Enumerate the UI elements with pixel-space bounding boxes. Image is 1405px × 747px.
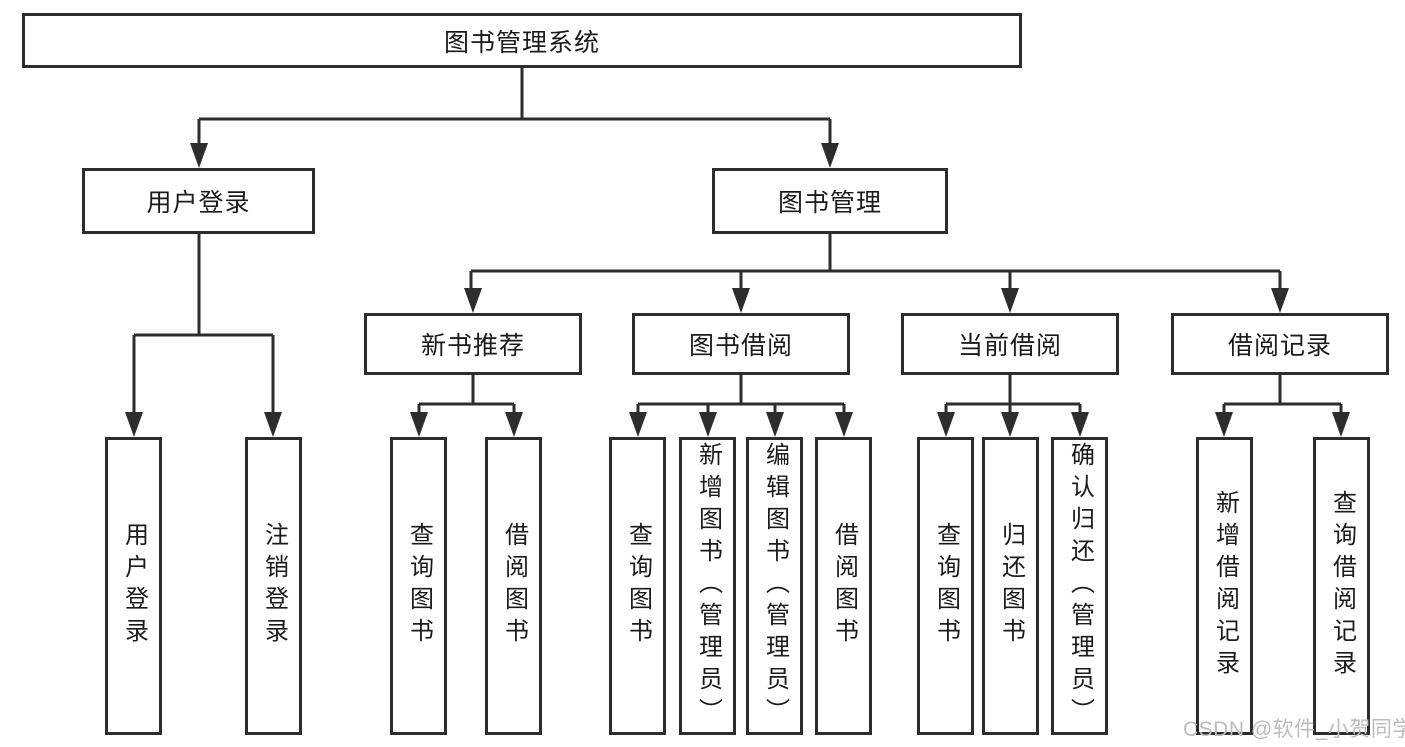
node-user-login-label: 用户登录 [146,189,251,217]
node-leaf-recommend-query-book-label: 查询图书 [405,522,433,650]
node-leaf-records-query-record: 查询借阅记录 [1313,437,1370,735]
node-current-borrow-label: 当前借阅 [957,332,1062,360]
node-user-login: 用户登录 [82,168,315,234]
node-leaf-current-query-book-label: 查询图书 [932,522,960,650]
node-book-borrow-label: 图书借阅 [688,332,793,360]
node-borrow-records: 借阅记录 [1171,313,1389,375]
node-leaf-recommend-query-book: 查询图书 [390,437,447,735]
node-leaf-current-return-book: 归还图书 [982,437,1039,735]
node-leaf-current-confirm-return-admin-label: 确认归还（管理员） [1066,442,1094,730]
node-book-management: 图书管理 [712,168,948,234]
node-leaf-borrow-add-book-admin: 新增图书（管理员） [679,437,736,735]
node-book-borrow: 图书借阅 [632,313,850,375]
node-leaf-recommend-borrow-book: 借阅图书 [485,437,542,735]
node-root-label: 图书管理系统 [443,28,600,57]
node-root: 图书管理系统 [22,13,1022,68]
node-leaf-borrow-edit-book-admin-label: 编辑图书（管理员） [761,442,789,730]
node-leaf-borrow-query-book: 查询图书 [609,437,666,735]
watermark-text: CSDN @软件_小贺同学 [1183,718,1405,741]
node-leaf-borrow-edit-book-admin: 编辑图书（管理员） [746,437,803,735]
node-leaf-borrow-borrow-book: 借阅图书 [815,437,872,735]
node-leaf-borrow-add-book-admin-label: 新增图书（管理员） [694,442,722,730]
node-new-book-recommend: 新书推荐 [364,313,582,375]
node-leaf-current-return-book-label: 归还图书 [997,522,1025,650]
node-borrow-records-label: 借阅记录 [1227,332,1332,360]
node-leaf-records-add-record: 新增借阅记录 [1196,437,1253,735]
node-leaf-current-query-book: 查询图书 [917,437,974,735]
node-leaf-borrow-query-book-label: 查询图书 [624,522,652,650]
node-current-borrow: 当前借阅 [901,313,1119,375]
node-book-management-label: 图书管理 [777,189,882,217]
node-leaf-user-login: 用户登录 [105,437,162,735]
node-leaf-borrow-borrow-book-label: 借阅图书 [830,522,858,650]
node-leaf-user-login-label: 用户登录 [120,522,148,650]
node-leaf-current-confirm-return-admin: 确认归还（管理员） [1051,437,1108,735]
node-leaf-records-add-record-label: 新增借阅记录 [1211,490,1239,682]
node-leaf-logout: 注销登录 [245,437,302,735]
node-leaf-records-query-record-label: 查询借阅记录 [1328,490,1356,682]
node-new-book-recommend-label: 新书推荐 [420,332,525,360]
node-leaf-logout-label: 注销登录 [260,522,288,650]
node-leaf-recommend-borrow-book-label: 借阅图书 [500,522,528,650]
